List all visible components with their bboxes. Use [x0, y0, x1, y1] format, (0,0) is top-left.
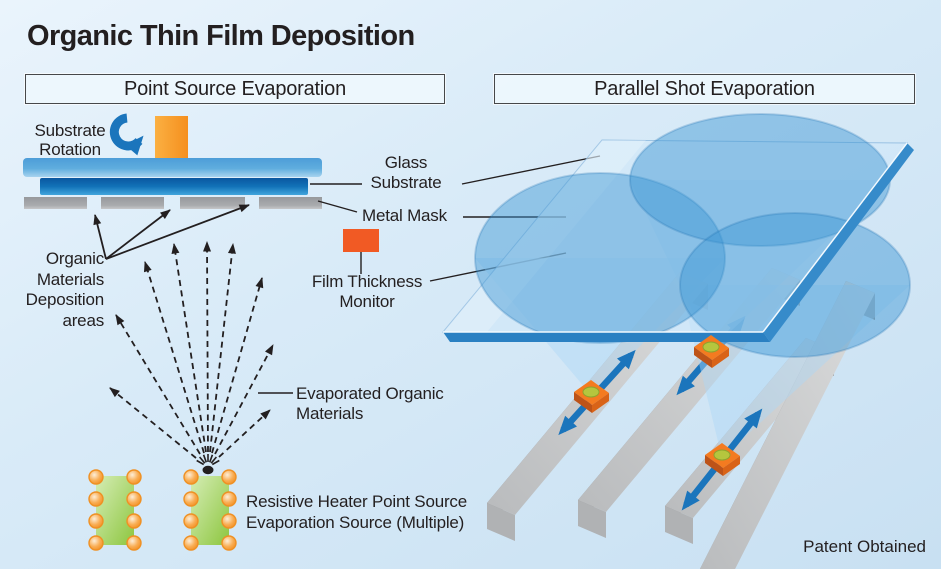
evaporation-source-1	[574, 380, 609, 413]
page-title: Organic Thin Film Deposition	[27, 20, 415, 52]
deposition-areas	[474, 113, 911, 358]
glass-substrate-bar	[40, 178, 308, 195]
film-thickness-monitor-label: Film Thickness Monitor	[311, 272, 423, 311]
resistive-heater-label: Resistive Heater Point Source Evaporatio…	[246, 492, 467, 532]
resistive-heater-1	[88, 469, 142, 551]
film-thickness-monitor-box	[343, 229, 379, 252]
evaporation-point-rays	[196, 454, 220, 466]
mask-segment	[24, 197, 87, 209]
deposition-area-arrows	[93, 204, 250, 260]
patent-note: Patent Obtained	[803, 537, 926, 556]
rotation-spindle	[155, 116, 188, 160]
mask-segment	[259, 197, 322, 209]
heater-terminals	[183, 469, 237, 551]
heater-terminals	[88, 469, 142, 551]
metal-mask-segments	[24, 197, 322, 209]
evaporation-source-3	[705, 443, 740, 476]
panel-heading-parallel-shot: Parallel Shot Evaporation	[494, 74, 915, 104]
rotation-arrow-icon	[109, 113, 144, 156]
metal-mask-label: Metal Mask	[362, 206, 447, 225]
plate-edge-right	[763, 143, 914, 342]
evaporation-point-icon	[202, 465, 214, 475]
heater-body	[96, 476, 134, 545]
panel-heading-label: Parallel Shot Evaporation	[594, 78, 815, 100]
plate-edge-bottom	[443, 332, 770, 342]
resistive-heater-2	[183, 465, 237, 551]
glass-substrate-label: Glass Substrate	[370, 153, 442, 192]
evaporation-source-2	[694, 335, 729, 368]
mask-segment	[101, 197, 164, 209]
panel-heading-point-source: Point Source Evaporation	[25, 74, 445, 104]
organic-materials-label: Organic Materials Deposition areas	[25, 249, 105, 330]
point-source-apparatus	[23, 113, 601, 551]
deposition-area	[679, 212, 911, 358]
substrate-rotation-label: Substrate Rotation	[34, 121, 106, 159]
parallel-shot-scene	[441, 113, 914, 569]
deposition-area	[474, 172, 726, 344]
substrate-holder-bar	[23, 158, 322, 177]
plate-edge-highlight	[762, 142, 908, 333]
mask-segment	[180, 197, 245, 209]
evaporated-organic-label: Evaporated Organic Materials	[296, 384, 444, 423]
heater-body	[191, 476, 229, 545]
panel-heading-label: Point Source Evaporation	[123, 78, 346, 100]
plate-sheen	[443, 140, 646, 332]
evaporated-material-arrows	[109, 241, 274, 459]
